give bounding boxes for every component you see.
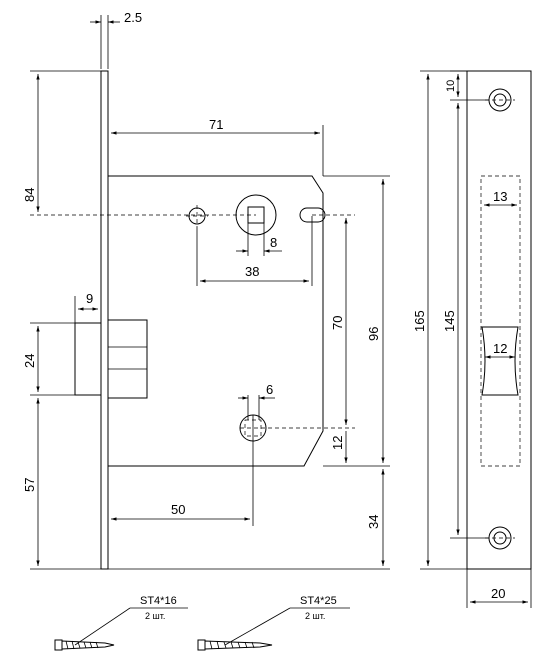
svg-text:96: 96	[366, 327, 381, 341]
dim-34: 34	[108, 469, 390, 570]
svg-text:71: 71	[209, 117, 223, 132]
dim-6: 6	[238, 382, 275, 420]
screw-2-qty: 2 шт.	[305, 611, 325, 621]
label-2-5: 2.5	[124, 10, 142, 25]
svg-text:12: 12	[330, 436, 345, 450]
dim-50: 50	[111, 502, 250, 521]
dim-10: 10	[445, 70, 489, 101]
svg-text:34: 34	[366, 515, 381, 529]
dim-57: 57	[22, 398, 101, 570]
svg-text:145: 145	[442, 310, 457, 332]
svg-text:20: 20	[491, 586, 505, 601]
dim-165: 165	[412, 70, 467, 570]
dim-20: 20	[466, 569, 532, 608]
latch-bolt	[74, 319, 148, 399]
dim-12-chamfer: 12	[330, 431, 348, 463]
dim-84: 84	[22, 70, 256, 216]
svg-text:165: 165	[412, 310, 427, 332]
dim-70: 70	[330, 218, 348, 425]
dim-8: 8	[236, 207, 282, 256]
dim-9: 9	[74, 291, 98, 323]
strike-plate	[466, 70, 532, 570]
svg-text:12: 12	[493, 341, 507, 356]
svg-text:70: 70	[330, 316, 345, 330]
screw-slot-right	[299, 207, 326, 223]
svg-text:8: 8	[270, 235, 277, 250]
svg-text:13: 13	[493, 189, 507, 204]
svg-text:57: 57	[22, 478, 37, 492]
svg-text:84: 84	[22, 188, 37, 202]
dim-plate-thickness: 2.5	[90, 10, 142, 69]
dim-13: 13	[484, 189, 517, 207]
dim-71: 71	[111, 117, 324, 176]
lock-body	[108, 175, 324, 467]
svg-text:6: 6	[266, 382, 273, 397]
screw-2: ST4*25 2 шт.	[197, 595, 350, 651]
strike-slot-dashed	[480, 175, 521, 467]
dim-145: 145	[442, 103, 489, 539]
svg-text:24: 24	[22, 354, 37, 368]
screw-1-qty: 2 шт.	[145, 611, 165, 621]
dim-12-strike: 12	[485, 341, 515, 359]
screw-2-type: ST4*25	[300, 595, 337, 607]
svg-text:38: 38	[245, 264, 259, 279]
dim-24: 24	[22, 322, 75, 396]
front-plate	[100, 70, 109, 570]
dim-38: 38	[196, 216, 313, 286]
svg-text:9: 9	[86, 291, 93, 306]
dim-96: 96	[323, 175, 390, 467]
svg-text:50: 50	[171, 502, 185, 517]
screw-1-type: ST4*16	[140, 595, 177, 607]
strike-latch-window	[481, 326, 519, 396]
svg-text:10: 10	[445, 80, 457, 92]
screw-1: ST4*16 2 шт.	[54, 595, 188, 651]
